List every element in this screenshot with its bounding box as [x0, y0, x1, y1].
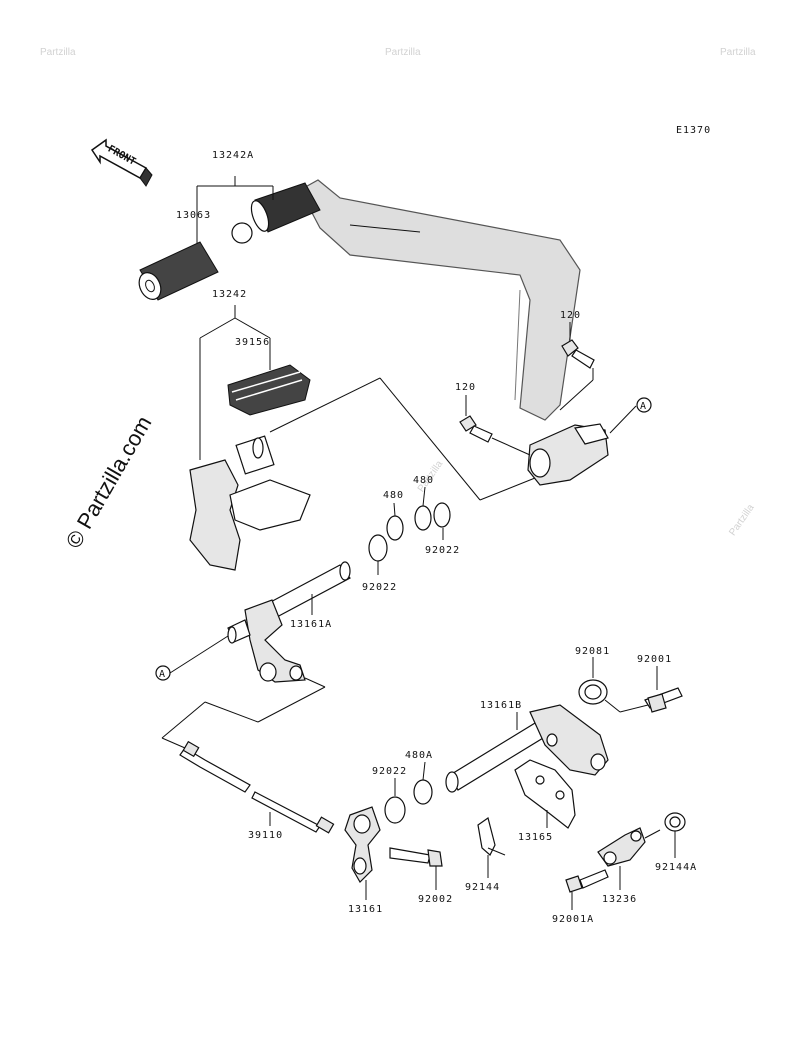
- shift-lever-13161: [344, 806, 381, 883]
- bolt-92001: [644, 687, 683, 713]
- label-480A: 480A: [405, 750, 433, 761]
- shift-shaft-13161A: [227, 561, 351, 683]
- circlip-480-left: [386, 515, 404, 541]
- bolt-92001A: [565, 869, 609, 893]
- shift-pedal-rubber-grip: [231, 182, 321, 244]
- callout-A-top-label: A: [640, 401, 646, 412]
- circlip-480-right: [414, 505, 432, 531]
- label-480-right: 480: [413, 475, 434, 486]
- label-92081: 92081: [575, 646, 610, 657]
- label-39156: 39156: [235, 337, 270, 348]
- circlip-480A: [413, 779, 433, 805]
- watermark-right: Partzilla: [727, 502, 757, 538]
- callout-A-bottom-label: A: [159, 669, 165, 680]
- spring-92144A: [664, 812, 686, 832]
- label-92001A: 92001A: [552, 914, 594, 925]
- tie-rod-39110: [179, 740, 335, 834]
- label-92144A: 92144A: [655, 862, 697, 873]
- washer-92022-low: [384, 796, 406, 824]
- callout-A-top: A: [636, 397, 652, 413]
- rubber-footpeg-13063: [138, 241, 219, 301]
- front-arrow-icon: FRONT: [90, 138, 153, 187]
- bolt-120-top: [561, 339, 595, 369]
- label-13161B: 13161B: [480, 700, 522, 711]
- label-13242: 13242: [212, 289, 247, 300]
- label-13063: 13063: [176, 210, 211, 221]
- label-480-left: 480: [383, 490, 404, 501]
- washer-92022-right: [433, 502, 451, 528]
- label-92144: 92144: [465, 882, 500, 893]
- label-92022-left: 92022: [362, 582, 397, 593]
- part-labels: 13242A 13063 13242 39156 120 120 480 480…: [176, 150, 697, 925]
- label-92001: 92001: [637, 654, 672, 665]
- label-13165: 13165: [518, 832, 553, 843]
- label-92022-right: 92022: [425, 545, 460, 556]
- label-92022-low: 92022: [372, 766, 407, 777]
- diagram-code: E1370: [676, 125, 711, 136]
- spring-92081: [578, 679, 621, 713]
- spring-92144: [477, 817, 506, 856]
- bracket-13236: [597, 827, 646, 867]
- shift-shaft-13161B: [445, 704, 609, 793]
- bolt-120-middle: [459, 415, 493, 443]
- watermark-top-right: Partzilla: [720, 47, 756, 58]
- bolt-92002: [389, 847, 443, 867]
- label-39110: 39110: [248, 830, 283, 841]
- callout-A-bottom: A: [155, 665, 171, 681]
- watermark-top-center: Partzilla: [385, 47, 421, 58]
- brake-pedal: [189, 435, 311, 571]
- shift-plate-13165: [514, 759, 576, 829]
- shift-pedal-lever: [299, 179, 609, 486]
- watermark-top-left: Partzilla: [40, 47, 76, 58]
- label-13236: 13236: [602, 894, 637, 905]
- label-13161: 13161: [348, 904, 383, 915]
- label-120-top: 120: [560, 310, 581, 321]
- watermark-partzilla-vertical: © Partzilla.com: [61, 412, 157, 553]
- pedal-rubber-pad: [227, 364, 311, 416]
- label-13242A: 13242A: [212, 150, 254, 161]
- label-92002: 92002: [418, 894, 453, 905]
- label-120-middle: 120: [455, 382, 476, 393]
- washer-92022-left: [368, 534, 388, 562]
- label-13161A: 13161A: [290, 619, 332, 630]
